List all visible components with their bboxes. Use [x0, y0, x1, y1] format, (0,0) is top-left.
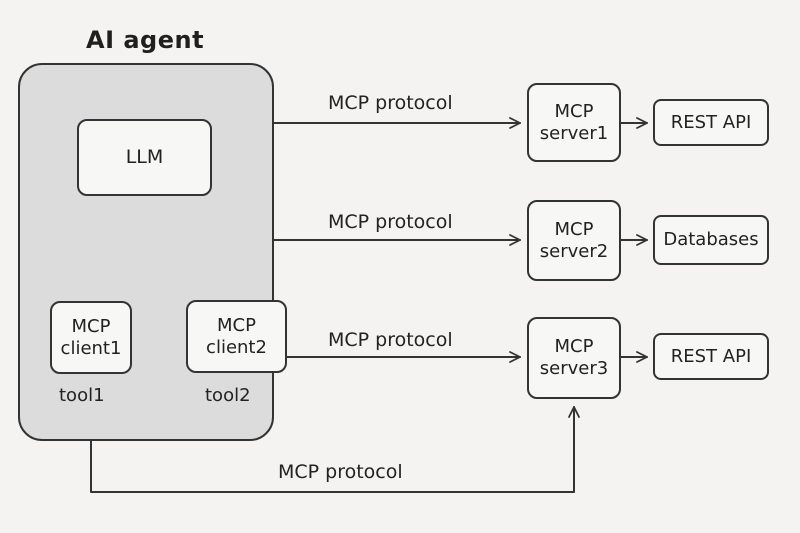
- backend2-label: Databases: [663, 229, 759, 251]
- server3-label-line1: MCP: [554, 336, 594, 358]
- client1-label-line1: MCP: [71, 315, 111, 337]
- mcp-server1-node: MCP server1: [527, 83, 621, 162]
- backend1-label: REST API: [670, 111, 752, 133]
- server3-label-line2: server3: [539, 358, 609, 379]
- llm-node: LLM: [77, 119, 212, 196]
- llm-label: LLM: [125, 146, 164, 169]
- mcp-client1-node: MCP client1: [50, 301, 132, 374]
- server1-label-line2: server1: [539, 122, 609, 144]
- client2-to-server2-arrow: [235, 234, 521, 301]
- agent-to-server3-bottom-arrow: [90, 406, 580, 493]
- protocol-label-server1: MCP protocol: [328, 92, 453, 114]
- mcp-server3-node: MCP server3: [527, 317, 621, 399]
- backend-rest-api-1: REST API: [653, 99, 769, 146]
- server2-label-line1: MCP: [554, 218, 594, 240]
- client2-label-line2: client2: [206, 336, 267, 358]
- mcp-server2-node: MCP server2: [527, 200, 621, 281]
- mcp-client2-node: MCP client2: [186, 300, 287, 373]
- backend-rest-api-2: REST API: [653, 333, 769, 380]
- protocol-label-server2: MCP protocol: [328, 211, 453, 233]
- agent-title: AI agent: [86, 26, 205, 54]
- client1-label-line2: client1: [60, 337, 122, 359]
- backend-databases: Databases: [653, 215, 769, 265]
- server1-label-line1: MCP: [554, 100, 594, 122]
- tool1-label: tool1: [59, 385, 105, 406]
- protocol-label-bottom: MCP protocol: [278, 461, 403, 483]
- protocol-label-server3: MCP protocol: [328, 329, 453, 351]
- client2-label-line1: MCP: [217, 314, 256, 336]
- backend3-label: REST API: [670, 345, 752, 367]
- server2-label-line2: server2: [539, 240, 609, 262]
- tool2-label: tool2: [205, 385, 251, 406]
